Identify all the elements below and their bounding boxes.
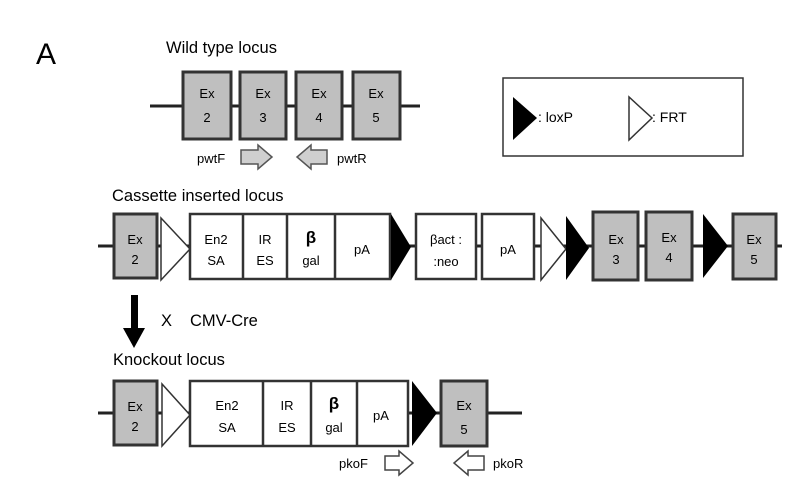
loxp-icon (703, 214, 728, 278)
svg-text:Ex: Ex (311, 86, 327, 101)
svg-text:Ex: Ex (127, 399, 143, 414)
svg-text:Ex: Ex (368, 86, 384, 101)
frt-icon (161, 382, 192, 448)
legend-loxp-label: : loxP (538, 109, 573, 125)
primer-pkoF-arrow-icon (384, 449, 415, 477)
cre-label: CMV-Cre (190, 312, 258, 330)
svg-text:5: 5 (372, 110, 379, 125)
cas-sa-label: SA (207, 253, 225, 268)
cas-es-label: ES (256, 253, 274, 268)
primer-pwtF-label: pwtF (197, 151, 225, 166)
knockout-title: Knockout locus (113, 351, 225, 369)
ko-es-label: ES (278, 420, 296, 435)
loxp-icon (391, 214, 411, 280)
svg-text:3: 3 (612, 252, 619, 267)
cas-en2-label: En2 (204, 232, 227, 247)
primer-pwtF-arrow-icon (240, 143, 274, 171)
svg-text:2: 2 (131, 252, 138, 267)
svg-text:Ex: Ex (456, 398, 472, 413)
cas-pa1-label: pA (354, 242, 370, 257)
ko-exon-2: Ex 2 (112, 379, 159, 447)
cas-exon-5: Ex 5 (731, 212, 778, 281)
svg-text:3: 3 (259, 110, 266, 125)
svg-text:Ex: Ex (255, 86, 271, 101)
legend-frt-label: : FRT (652, 109, 687, 125)
wt-exon-3: Ex 3 (238, 70, 288, 141)
ko-beta-label: β (329, 394, 339, 413)
knockout-block (188, 379, 410, 448)
svg-text:4: 4 (315, 110, 322, 125)
frt-icon (160, 216, 192, 282)
wt-exon-2: Ex 2 (181, 70, 233, 141)
svg-text:4: 4 (665, 250, 672, 265)
svg-text:2: 2 (131, 419, 138, 434)
ko-exon-5: Ex 5 (439, 379, 489, 448)
frt-icon (628, 95, 654, 142)
ko-ir-label: IR (281, 398, 294, 413)
svg-text:Ex: Ex (608, 232, 624, 247)
wt-exon-5: Ex 5 (351, 70, 402, 141)
cas-beta-label: β (306, 228, 316, 247)
svg-text:Ex: Ex (127, 232, 143, 247)
loxp-icon (513, 97, 537, 140)
cre-down-arrow-icon (123, 295, 145, 348)
primer-pkoR-label: pkoR (493, 456, 523, 471)
ko-pa-label: pA (373, 408, 389, 423)
cas-ir-label: IR (259, 232, 272, 247)
cassette-title: Cassette inserted locus (112, 187, 284, 205)
svg-text:2: 2 (203, 110, 210, 125)
svg-text:Ex: Ex (199, 86, 215, 101)
loxp-icon (412, 381, 437, 446)
cas-bact-label: βact : (430, 232, 462, 247)
cas-exon-4: Ex 4 (644, 210, 694, 282)
cas-exon-3: Ex 3 (591, 210, 640, 282)
svg-text:5: 5 (460, 422, 467, 437)
primer-pkoF-label: pkoF (339, 456, 368, 471)
cas-neo-label: :neo (433, 254, 458, 269)
panel-label: A (36, 38, 56, 71)
cas-gal-label: gal (302, 253, 319, 268)
svg-text:Ex: Ex (746, 232, 762, 247)
svg-text:Ex: Ex (661, 230, 677, 245)
cas-pa2-box (480, 212, 536, 281)
ko-gal-label: gal (325, 420, 342, 435)
wild-type-title: Wild type locus (166, 39, 277, 57)
cas-exon-2: Ex 2 (112, 212, 159, 280)
ko-en2-label: En2 (215, 398, 238, 413)
ko-sa-label: SA (218, 420, 236, 435)
primer-pkoR-arrow-icon (452, 449, 485, 477)
cas-bact-neo-box (414, 212, 478, 281)
svg-text:5: 5 (750, 252, 757, 267)
primer-pwtR-arrow-icon (295, 143, 328, 171)
primer-pwtR-label: pwtR (337, 151, 367, 166)
cas-pa2-label: pA (500, 242, 516, 257)
legend: : loxP : FRT (502, 77, 744, 157)
frt-icon (540, 215, 567, 283)
loxp-icon (566, 216, 589, 280)
wt-exon-4: Ex 4 (294, 70, 344, 141)
cassette-block-1 (188, 212, 392, 281)
cre-x-label: X (161, 312, 172, 330)
